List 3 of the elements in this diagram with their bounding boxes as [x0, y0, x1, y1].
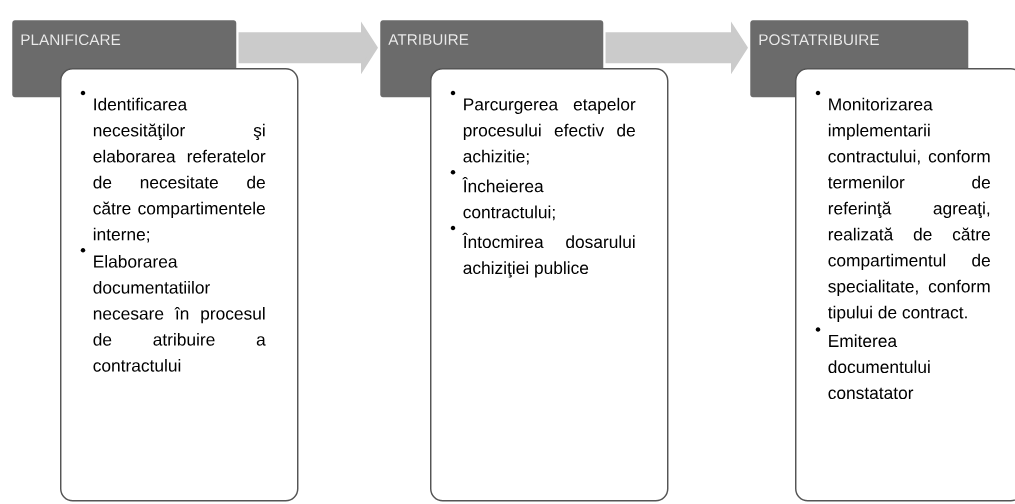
step-card: Parcurgerea etapelor procesului efectiv de achizitie; Încheierea contractului; Întocmirea dosarului achiziţiei publice [430, 68, 669, 502]
step-card: Monitorizarea implementarii contractului, conform termenilor de referinţă agreaţi, realizată de către compartimentul de specialitate, conform tipului de contract. Emiterea documentului constatator [795, 68, 1015, 502]
step-card: Identificarea necesităţilor şi elaborarea referatelor de necesitate de către compartimentele interne; Elaborarea documentatiilor necesare în procesul de atribuire a contractului [60, 68, 299, 502]
